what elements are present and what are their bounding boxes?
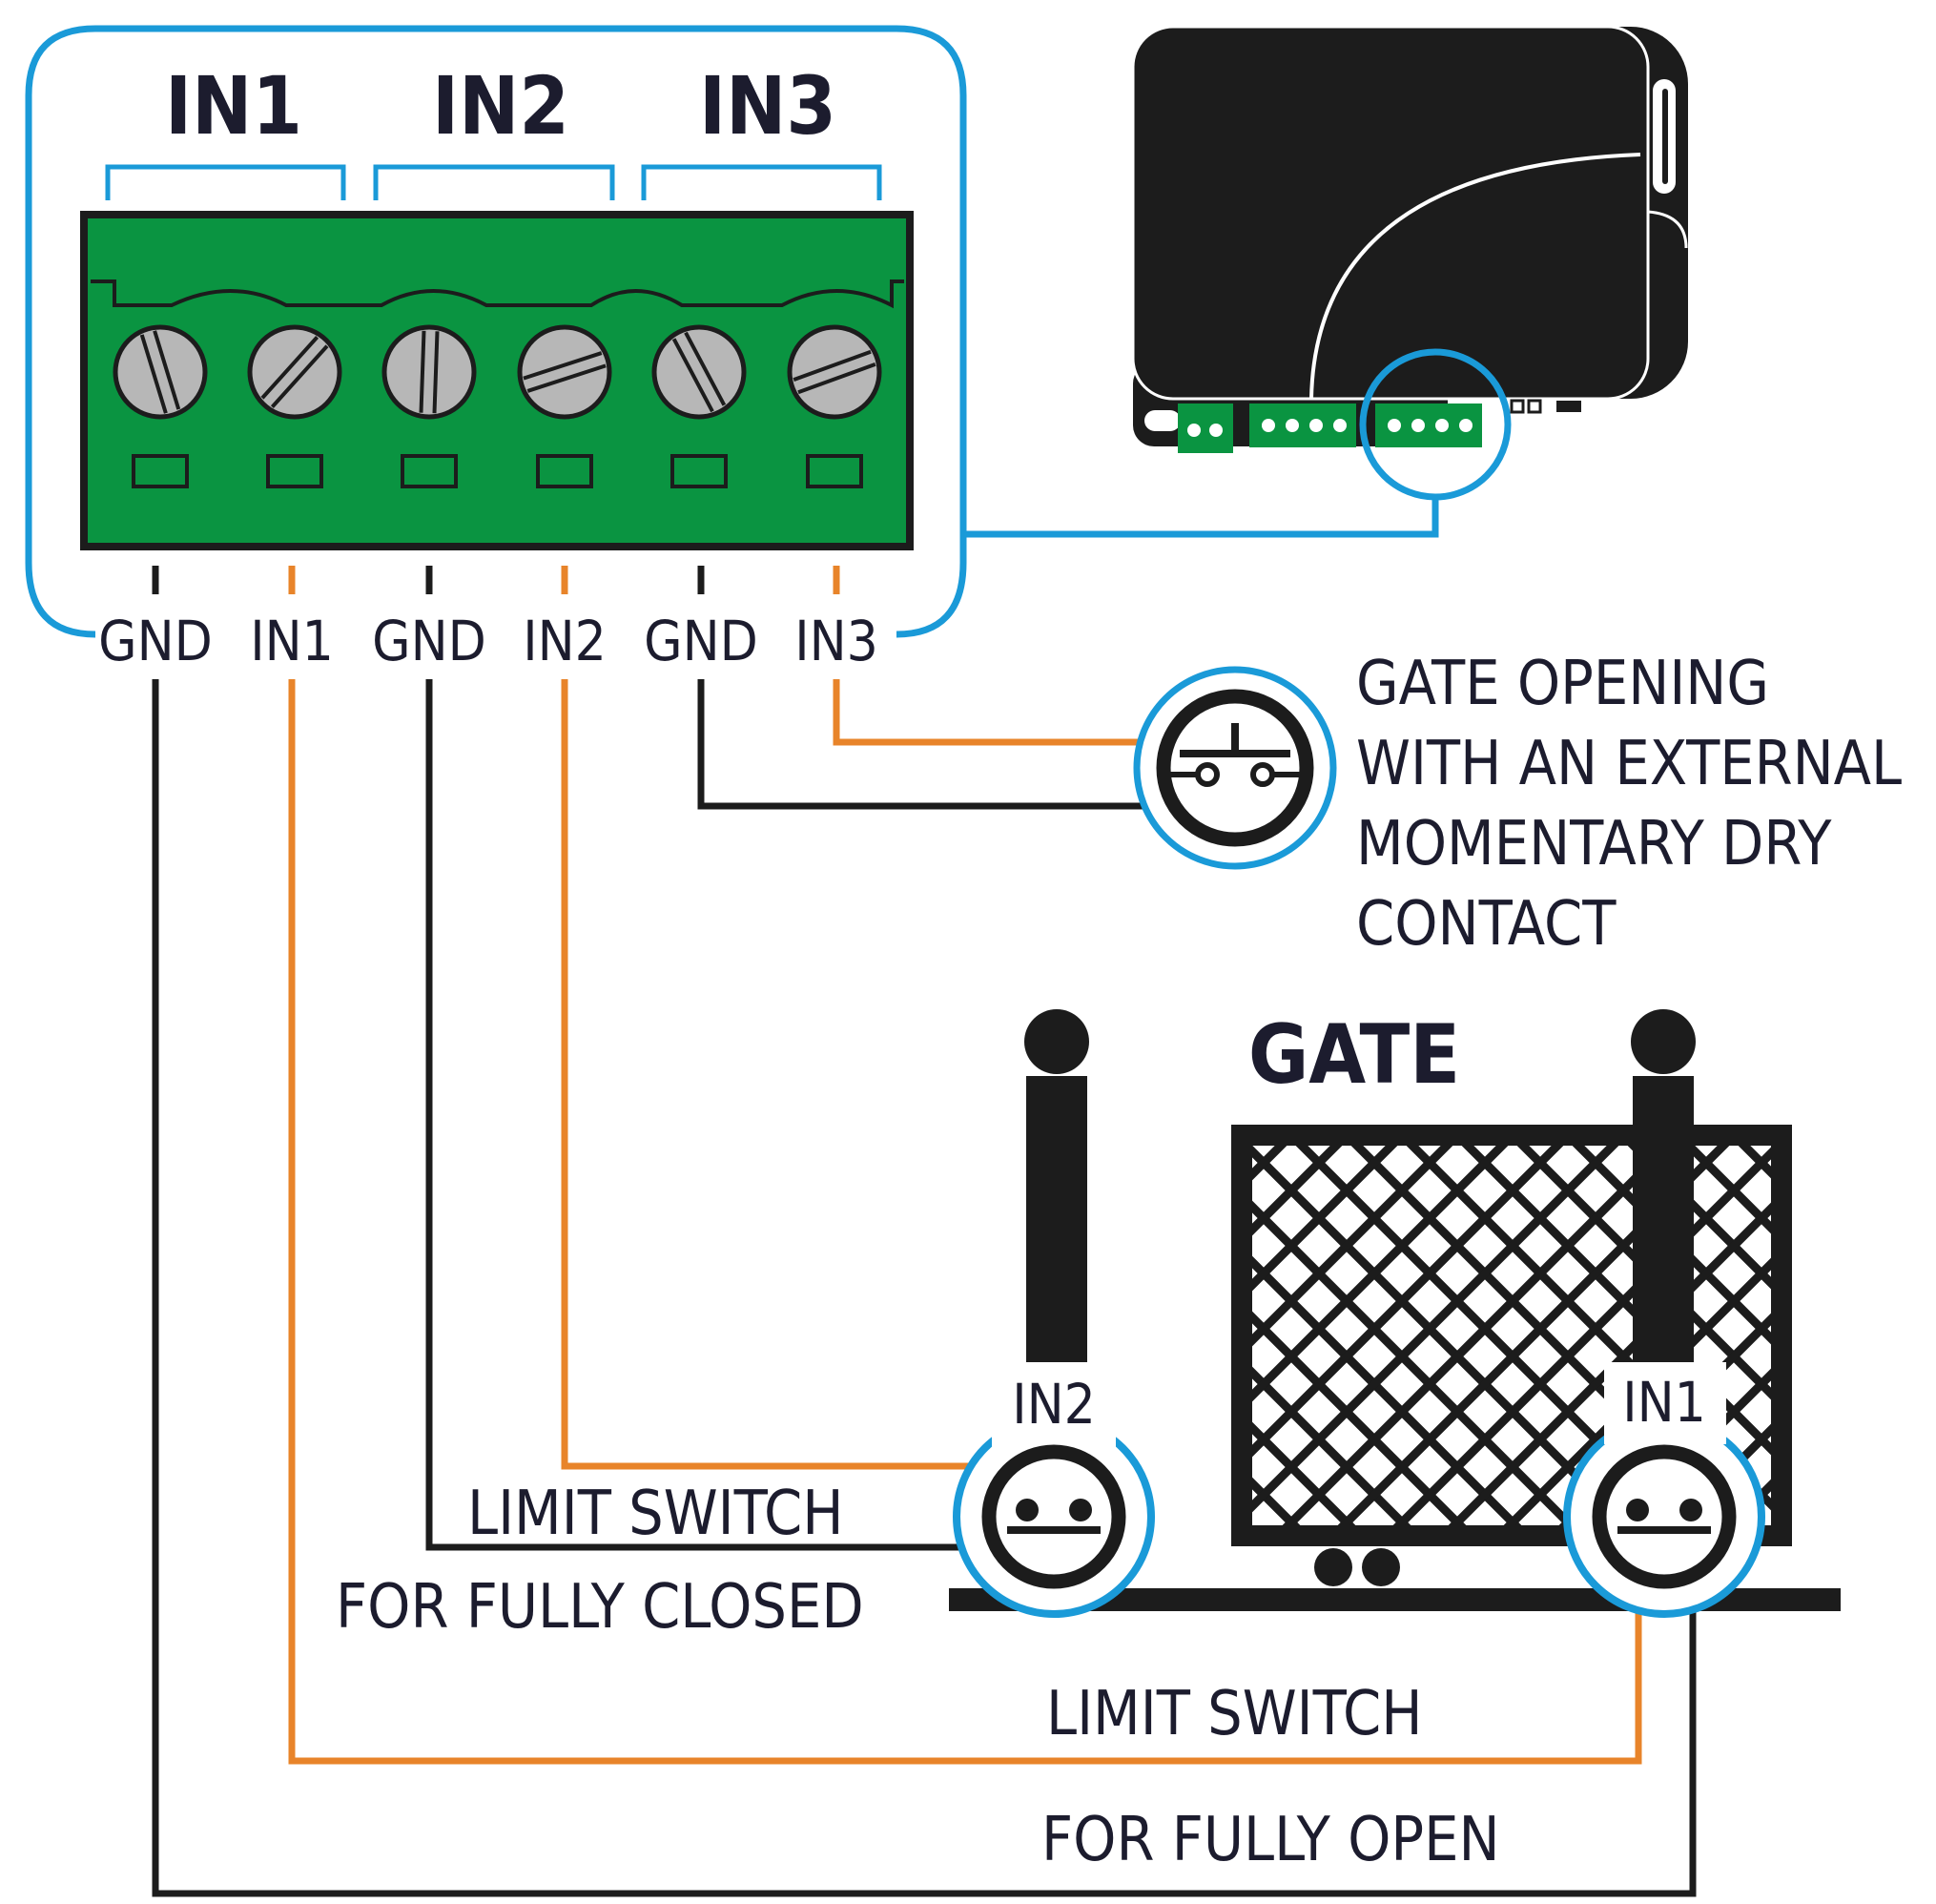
bracket-in2 <box>373 164 615 200</box>
pin-slot <box>132 454 189 488</box>
pin-label-gnd-3: GND <box>644 609 758 673</box>
group-label-in1: IN1 <box>165 59 302 153</box>
external-contact-description: GATE OPENING WITH AN EXTERNAL MOMENTARY … <box>1356 649 1902 960</box>
bracket-in3 <box>641 164 882 200</box>
limit-open-line-2: FOR FULLY OPEN <box>1041 1805 1500 1875</box>
wire-gnd-button <box>697 679 1143 810</box>
group-label-in2: IN2 <box>432 59 569 153</box>
pin-label-in1: IN1 <box>250 609 334 673</box>
screw-icon <box>113 324 208 420</box>
pin-label-in2: IN2 <box>523 609 607 673</box>
pin-slot <box>806 454 863 488</box>
group-brackets <box>105 164 882 200</box>
device-terminal-highlight <box>1359 348 1512 501</box>
wire-in1-open <box>288 679 1642 1765</box>
screw-icon <box>381 324 477 420</box>
pin-slot <box>536 454 593 488</box>
wire-gnd-open <box>152 679 1697 1897</box>
external-contact-line-3: MOMENTARY DRY <box>1356 809 1832 880</box>
limit-switch-closed-icon <box>953 1374 1155 1618</box>
callout-frame <box>25 25 967 638</box>
limit-closed-description: LIMIT SWITCH FOR FULLY CLOSED <box>336 1479 864 1643</box>
pin-slot <box>401 454 458 488</box>
external-contact-line-2: WITH AN EXTERNAL <box>1356 729 1902 799</box>
device-terminal-dots <box>1187 419 1473 437</box>
terminal-block <box>80 211 914 550</box>
pin-label-gnd-2: GND <box>372 609 486 673</box>
external-contact-line-1: GATE OPENING <box>1356 649 1769 719</box>
limit-open-line-1: LIMIT SWITCH <box>1046 1679 1423 1749</box>
gate-label: GATE <box>1248 1007 1460 1103</box>
controller-device <box>1131 25 1688 501</box>
screw-icon <box>651 324 747 420</box>
screw-icon <box>517 324 612 420</box>
callout-leader <box>965 496 1439 538</box>
pin-slot-row <box>132 454 863 488</box>
pin-slot <box>266 454 323 488</box>
switch-open-tag: IN1 <box>1622 1370 1706 1435</box>
pin-label-in3: IN3 <box>794 609 878 673</box>
pin-slot <box>670 454 728 488</box>
bracket-in1 <box>105 164 346 200</box>
wire-in3-button <box>833 679 1143 746</box>
limit-open-description: LIMIT SWITCH FOR FULLY OPEN <box>1041 1679 1500 1875</box>
switch-closed-tag: IN2 <box>1012 1372 1096 1437</box>
pin-labels: GND IN1 GND IN2 GND IN3 <box>98 609 878 673</box>
limit-closed-line-1: LIMIT SWITCH <box>467 1479 844 1549</box>
push-button-icon <box>1133 666 1337 870</box>
wires <box>152 679 1697 1897</box>
screw-icon <box>787 324 882 420</box>
external-contact-line-4: CONTACT <box>1356 889 1617 960</box>
wire-in2-closed <box>561 679 971 1470</box>
screw-icon <box>247 324 342 420</box>
limit-switch-open-icon <box>1563 1362 1765 1618</box>
group-labels: IN1 IN2 IN3 <box>165 59 836 153</box>
pin-label-gnd-1: GND <box>98 609 213 673</box>
pin-stubs <box>152 566 840 594</box>
screw-row <box>113 324 882 420</box>
gate-posts <box>1024 1009 1696 1362</box>
limit-closed-line-2: FOR FULLY CLOSED <box>336 1572 864 1643</box>
wire-gnd-closed <box>425 679 958 1551</box>
group-label-in3: IN3 <box>699 59 836 153</box>
